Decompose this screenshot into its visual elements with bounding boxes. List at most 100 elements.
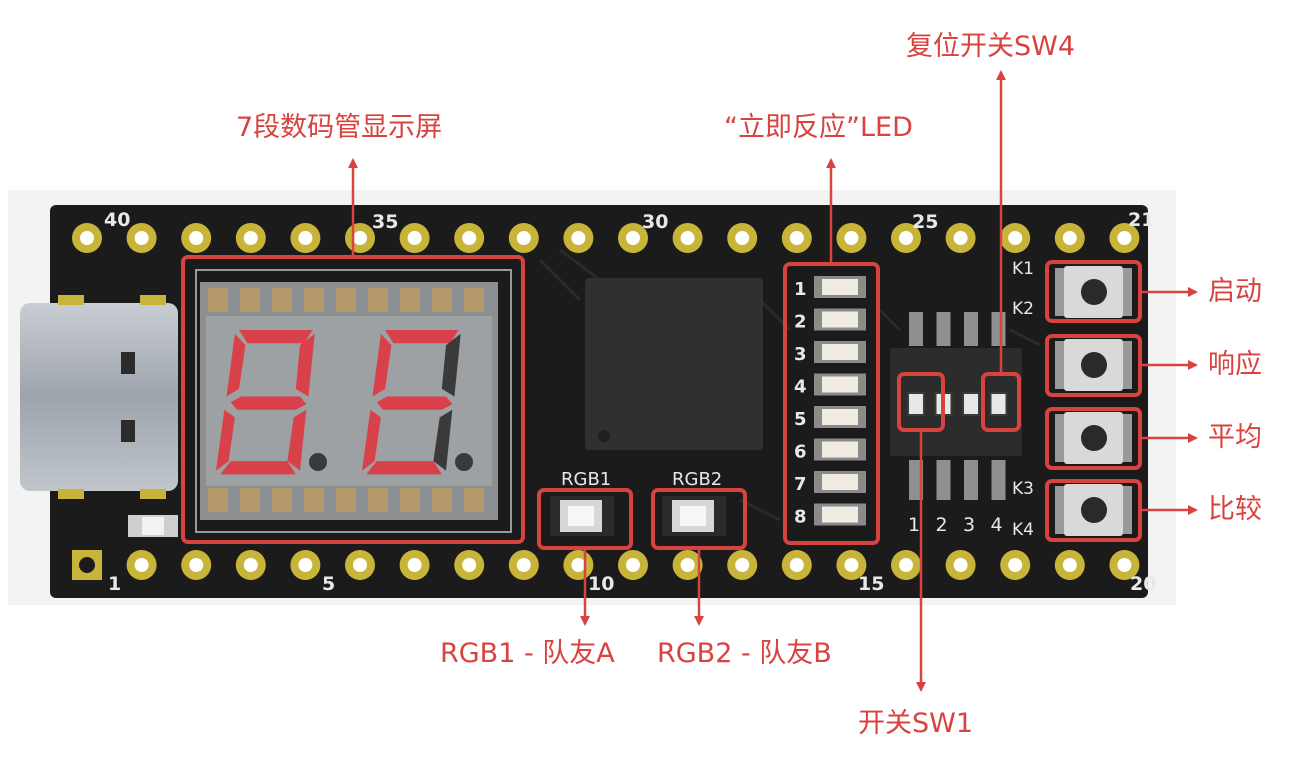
segment-c [433, 409, 453, 471]
label-rgb1-team: RGB1 - 队友A [440, 638, 615, 669]
header-pad [781, 223, 812, 253]
segment-a [239, 330, 313, 344]
display-pin-bottom [208, 488, 228, 512]
label-seven-segment: 7段数码管显示屏 [236, 112, 443, 143]
decimal-point [455, 453, 473, 471]
display-pin-top [400, 288, 420, 312]
k4-silkscreen: K4 [1012, 520, 1034, 540]
header-pads-top [72, 223, 1140, 253]
push-button-start[interactable] [1055, 266, 1132, 318]
display-pin-bottom [400, 488, 420, 512]
header-pad [454, 223, 485, 253]
pin-number-10: 10 [588, 573, 614, 595]
segment-a [385, 330, 459, 344]
header-pad [72, 223, 102, 253]
display-pin-bottom [336, 488, 356, 512]
label-rgb2-team: RGB2 - 队友B [657, 638, 832, 669]
segment-e [216, 409, 235, 471]
instant-led: 2 [794, 308, 866, 333]
dip-leg-top [991, 312, 1006, 346]
dip-number: 2 [936, 514, 948, 536]
led-number: 5 [794, 409, 807, 430]
label-respond: 响应 [1208, 349, 1262, 380]
header-pad [1054, 223, 1085, 253]
label-even: 平均 [1208, 422, 1262, 453]
pin-number-5: 5 [322, 573, 335, 595]
k3-silkscreen: K3 [1012, 479, 1034, 499]
pin1-square-pad [72, 550, 102, 580]
push-button-respond[interactable] [1055, 339, 1132, 391]
header-pad [672, 550, 703, 580]
instant-led: 1 [794, 276, 866, 300]
segment-g [376, 396, 453, 410]
dip-leg-bottom [964, 460, 978, 500]
dip-number: 1 [908, 514, 920, 536]
instant-led: 4 [794, 373, 866, 398]
rgb1-silkscreen: RGB1 [561, 469, 611, 490]
header-pad [181, 550, 212, 580]
dip-leg-bottom [936, 460, 951, 500]
header-pad [727, 223, 758, 253]
dip-number: 3 [963, 514, 975, 536]
segment-b [295, 333, 315, 397]
k1-silkscreen: K1 [1012, 259, 1034, 279]
display-pin-top [240, 288, 260, 312]
header-pad [836, 550, 867, 580]
header-pad [345, 223, 375, 253]
dip-toggle-3[interactable] [962, 392, 980, 416]
display-pin-bottom [464, 488, 484, 512]
header-pad [891, 223, 921, 253]
dip-leg-top [909, 312, 923, 346]
usb-c-connector [20, 295, 178, 499]
instant-led: 6 [794, 438, 866, 463]
segment-d [366, 461, 442, 475]
display-pin-top [304, 288, 324, 312]
header-pad [235, 550, 266, 580]
rgb2-silkscreen: RGB2 [672, 469, 722, 490]
push-buttons [1055, 266, 1132, 536]
display-pin-bottom [304, 488, 324, 512]
rgb2-led [662, 496, 726, 536]
push-button-even[interactable] [1055, 412, 1132, 464]
dip-number: 4 [991, 514, 1003, 536]
dip-leg-bottom [909, 460, 923, 500]
segment-b [441, 333, 461, 397]
display-pin-top [368, 288, 388, 312]
dip-toggle-1[interactable] [907, 392, 925, 416]
pin-number-25: 25 [912, 211, 938, 233]
header-pad [235, 223, 266, 253]
display-pin-bottom [240, 488, 260, 512]
pin-number-1: 1 [108, 573, 121, 595]
header-pad [1000, 550, 1031, 580]
pin-number-20: 20 [1130, 573, 1156, 595]
display-pin-top [208, 288, 228, 312]
dip-toggle-4[interactable] [989, 392, 1008, 416]
instant-led: 8 [794, 503, 866, 528]
header-pad [508, 223, 539, 253]
label-reset-switch: 复位开关SW4 [906, 31, 1076, 62]
header-pad [290, 550, 321, 580]
instant-led-column: 1 2 3 4 5 6 7 8 [794, 276, 866, 528]
segment-e [362, 409, 381, 471]
header-pads-bottom [126, 550, 1140, 580]
push-button-compare[interactable] [1055, 484, 1132, 536]
display-pins [208, 288, 484, 512]
pin-number-35: 35 [372, 211, 398, 233]
segment-g [230, 396, 307, 410]
pin-number-40: 40 [104, 209, 130, 231]
header-pad [618, 223, 648, 253]
label-start: 启动 [1208, 276, 1262, 307]
led-number: 6 [794, 442, 807, 463]
seven-segment-display [195, 269, 512, 533]
label-compare: 比较 [1208, 494, 1262, 525]
header-pad [672, 223, 703, 253]
led-number: 3 [794, 344, 807, 365]
instant-led: 7 [794, 471, 866, 495]
header-pad [399, 550, 430, 580]
header-pad [781, 550, 812, 580]
k2-silkscreen: K2 [1012, 299, 1034, 319]
segment-f [226, 333, 246, 397]
header-pad [1054, 550, 1085, 580]
decimal-point [309, 453, 327, 471]
